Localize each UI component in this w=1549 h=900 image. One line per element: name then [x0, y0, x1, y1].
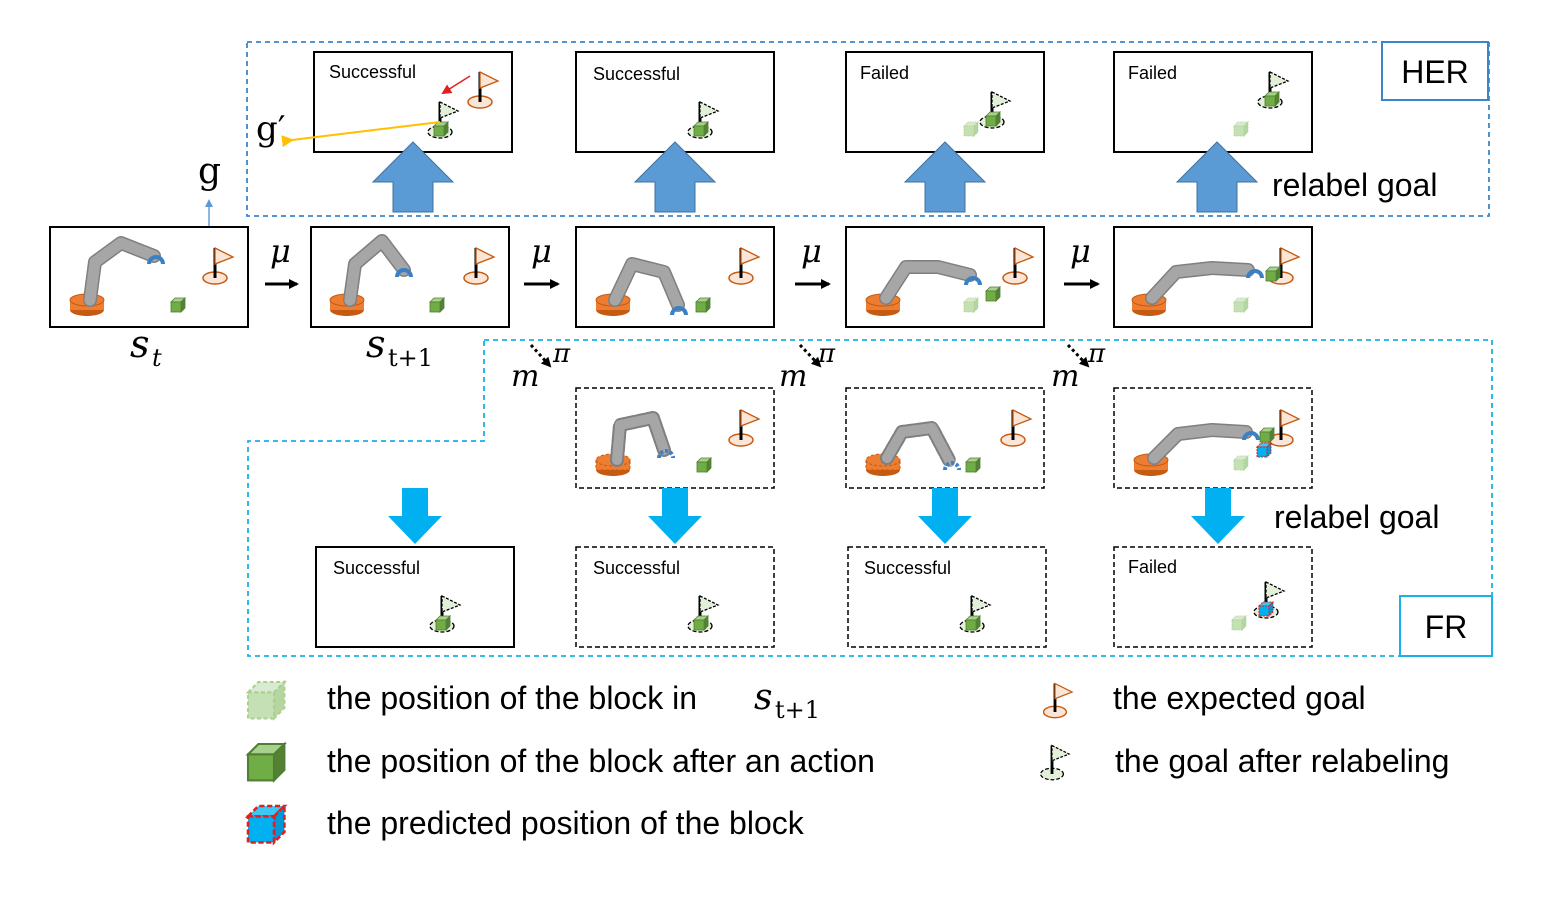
svg-text:m: m: [779, 359, 807, 394]
legend-block-text: the position of the block after an actio…: [327, 743, 875, 779]
fr-frame-3: Successful: [847, 546, 1047, 648]
fr-frame-2: Successful: [575, 546, 775, 648]
svg-text:μ: μ: [801, 232, 822, 270]
legend-expected-goal-icon: [1042, 682, 1074, 720]
legend-faded-block-text: the position of the block in: [327, 680, 697, 716]
goal-prime-label: g′: [256, 109, 285, 149]
goal-label: g: [198, 151, 221, 192]
state-frame-st: [49, 226, 249, 328]
state-frame-st1: [310, 226, 510, 328]
legend: the position of the block in s t+1 the p…: [246, 677, 1449, 844]
her-frame-1-status: Successful: [329, 62, 416, 82]
svg-text:μ: μ: [531, 232, 552, 270]
fr-frame-1: Successful: [315, 546, 515, 648]
down-arrow-4: [1191, 488, 1245, 544]
model-arrow-1: m π: [511, 339, 571, 394]
her-frame-4: Failed: [1113, 51, 1313, 153]
svg-text:μ: μ: [270, 232, 291, 270]
mu-arrow-2: μ: [524, 232, 560, 289]
state-frame-3: [575, 226, 775, 328]
legend-predicted-icon: [246, 804, 286, 844]
fr-frame-3-status: Successful: [864, 558, 951, 578]
relabel-goal-bottom: relabel goal: [1274, 499, 1439, 535]
down-arrow-2: [648, 488, 702, 544]
svg-text:π: π: [1087, 339, 1106, 369]
svg-text:t: t: [152, 344, 162, 372]
mu-arrow-3: μ: [795, 232, 831, 289]
fr-frame-1-status: Successful: [333, 558, 420, 578]
legend-relabeled-goal-icon: [1039, 744, 1071, 782]
legend-predicted-text: the predicted position of the block: [327, 805, 805, 841]
model-arrow-3: m π: [1051, 339, 1106, 394]
svg-text:m: m: [1051, 359, 1079, 394]
legend-faded-block-math: s: [754, 677, 772, 718]
model-arrow-2: m π: [779, 339, 836, 394]
goal-prime-arrow: [281, 121, 441, 148]
legend-faded-block-math-sub: t+1: [775, 696, 820, 724]
fr-frame-4: Failed: [1113, 546, 1313, 648]
predicted-frame-1: [575, 387, 775, 489]
state-frame-5: [1113, 226, 1313, 328]
svg-text:π: π: [817, 339, 836, 369]
state-label-st: s t: [130, 322, 162, 372]
her-tag-label: HER: [1401, 54, 1469, 90]
fr-frame-4-status: Failed: [1128, 557, 1177, 577]
svg-text:s: s: [366, 322, 386, 366]
her-region: [246, 41, 1490, 217]
her-frame-3: Failed: [845, 51, 1045, 153]
her-tag: [1381, 41, 1489, 101]
down-arrow-1: [388, 488, 442, 544]
legend-relabeled-goal-text: the goal after relabeling: [1115, 743, 1449, 779]
fr-tag-label: FR: [1425, 609, 1468, 645]
fr-region: [247, 339, 1493, 657]
fr-tag: [1399, 595, 1493, 657]
fr-frame-2-status: Successful: [593, 558, 680, 578]
mu-arrow-4: μ: [1064, 232, 1100, 289]
legend-faded-block-icon: [246, 680, 286, 720]
her-frame-4-status: Failed: [1128, 63, 1177, 83]
legend-block-icon: [246, 742, 286, 782]
her-frame-2: Successful: [575, 51, 775, 153]
mu-arrow-1: μ: [265, 232, 299, 289]
svg-text:π: π: [552, 339, 571, 369]
predicted-frame-2: [845, 387, 1045, 489]
legend-expected-goal-text: the expected goal: [1113, 680, 1366, 716]
relabel-goal-top: relabel goal: [1272, 167, 1437, 203]
svg-text:s: s: [130, 322, 150, 366]
svg-text:m: m: [511, 359, 539, 394]
state-frame-4: [845, 226, 1045, 328]
predicted-frame-3: [1113, 387, 1313, 489]
her-frame-1: Successful: [313, 51, 513, 153]
svg-text:t+1: t+1: [388, 344, 433, 372]
her-frame-3-status: Failed: [860, 63, 909, 83]
her-frame-2-status: Successful: [593, 64, 680, 84]
state-label-st1: s t+1: [366, 322, 433, 372]
down-arrow-3: [918, 488, 972, 544]
svg-text:μ: μ: [1070, 232, 1091, 270]
